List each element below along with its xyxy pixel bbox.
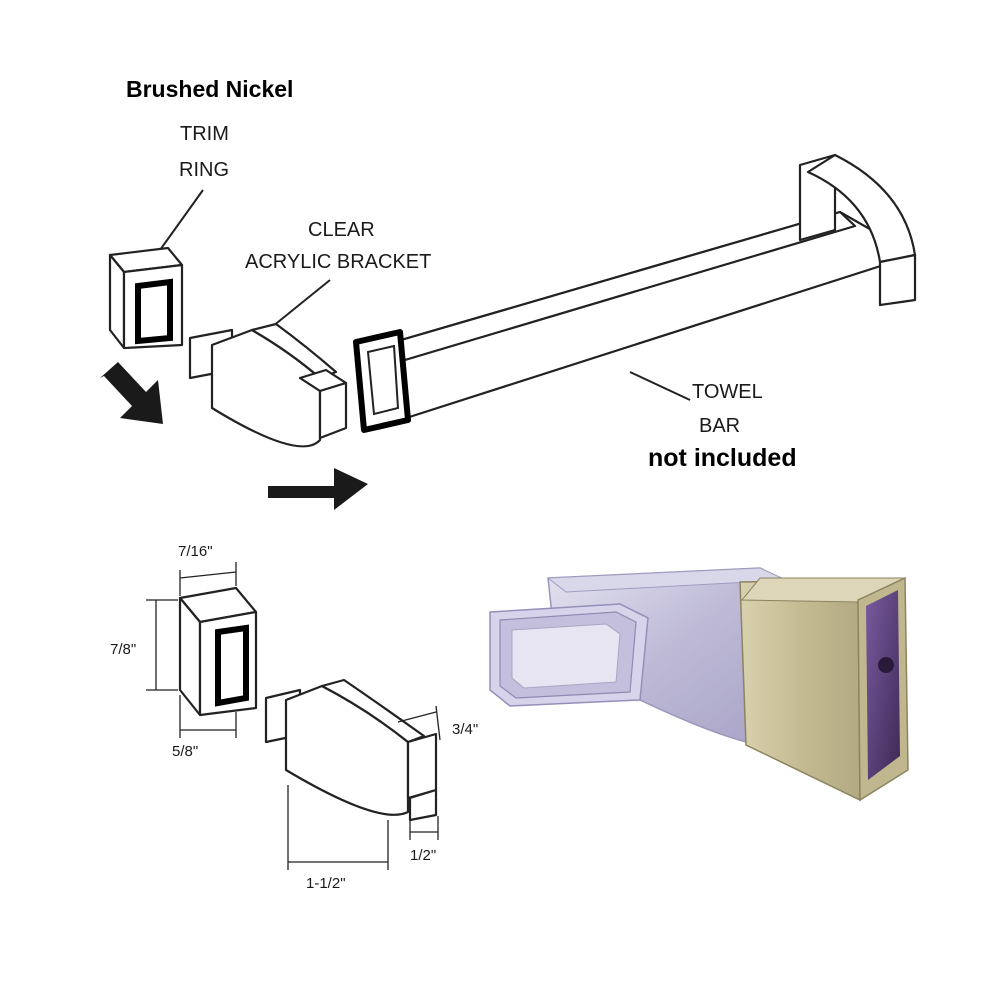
dim-post-width: 1/2": [410, 847, 436, 864]
bracket-screw-hole: [878, 657, 894, 673]
trim-ring-label-line1: TRIM: [180, 123, 229, 145]
arrow-down-right-icon: [100, 362, 163, 424]
trim-ring-label-line2: RING: [179, 159, 229, 181]
dim-ring-width: 7/16": [178, 543, 213, 560]
arrow-right-icon: [268, 468, 368, 510]
trim-ring-dimensioned: [178, 586, 258, 717]
trim-ring-top: [108, 246, 184, 350]
bracket-label-line2: ACRYLIC BRACKET: [245, 251, 431, 273]
dim-ring-depth: 5/8": [172, 743, 198, 760]
bracket-dimensioned: [264, 678, 438, 822]
not-included-label: not included: [648, 444, 797, 472]
towel-label-line1: TOWEL: [692, 381, 763, 403]
towel-bar: [353, 153, 917, 433]
finish-label: Brushed Nickel: [126, 76, 293, 102]
bracket-top: [188, 322, 348, 448]
towel-label-line2: BAR: [699, 415, 740, 437]
dim-ring-height: 7/8": [110, 641, 136, 658]
dim-post-height-ext: [435, 705, 441, 741]
dim-ring-width-line: [179, 571, 237, 579]
assembled-bracket-photo: [489, 567, 909, 802]
trim-ring-leader: [159, 189, 204, 251]
dim-bracket-length: 1-1/2": [306, 875, 346, 892]
dim-post-height: 3/4": [452, 721, 478, 738]
bracket-label-line1: CLEAR: [308, 219, 375, 241]
towel-bar-leader: [629, 371, 691, 401]
dim-post-height-line: [397, 711, 437, 723]
